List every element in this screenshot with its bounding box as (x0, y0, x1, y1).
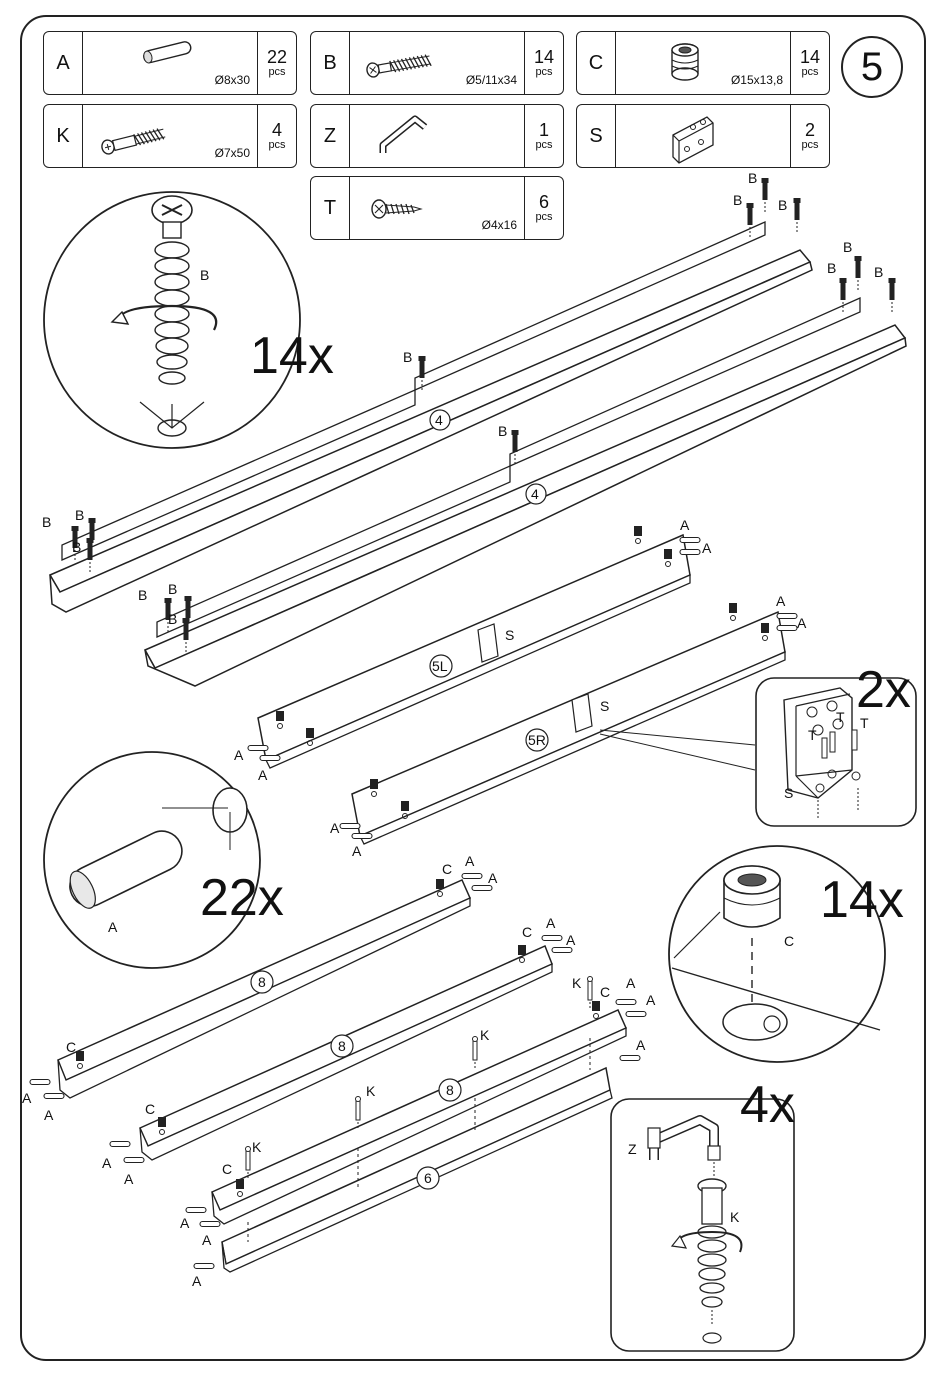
svg-text:A: A (202, 1232, 212, 1248)
panel-8-label: 8 (446, 1082, 454, 1098)
camlock-detail-label: C (784, 933, 794, 949)
svg-text:A: A (180, 1215, 190, 1231)
svg-text:S: S (600, 698, 609, 714)
bracket-detail-label: S (784, 785, 793, 801)
svg-text:B: B (403, 349, 412, 365)
svg-text:A: A (646, 992, 656, 1008)
bracket-multiplier: 2x (856, 661, 911, 719)
svg-text:A: A (258, 767, 268, 783)
dowel-detail-callout: A 22x (44, 752, 284, 968)
panel-4-lower-label: 4 (531, 486, 539, 502)
svg-text:B: B (748, 170, 757, 186)
bolt-multiplier: 14x (250, 327, 334, 385)
svg-text:A: A (566, 932, 576, 948)
svg-text:T: T (808, 727, 817, 743)
svg-text:A: A (797, 615, 807, 631)
panel-6-label: 6 (424, 1170, 432, 1186)
svg-text:A: A (680, 517, 690, 533)
svg-text:K: K (252, 1139, 262, 1155)
svg-text:A: A (626, 975, 636, 991)
svg-text:B: B (874, 264, 883, 280)
svg-text:C: C (600, 984, 610, 1000)
svg-text:B: B (42, 514, 51, 530)
svg-text:A: A (776, 593, 786, 609)
svg-text:A: A (102, 1155, 112, 1171)
dowel-multiplier: 22x (200, 869, 284, 927)
connector-k-label: K (730, 1209, 740, 1225)
camlock-detail-callout: C 14x (669, 846, 904, 1062)
panel-5l-label: 5L (432, 658, 448, 674)
svg-text:C: C (66, 1039, 76, 1055)
svg-text:A: A (124, 1171, 134, 1187)
svg-text:A: A (192, 1273, 202, 1289)
panel-4-upper-label: 4 (435, 412, 443, 428)
bolt-detail-callout: B 14x (44, 192, 334, 448)
connector-z-label: Z (628, 1141, 637, 1157)
svg-text:A: A (44, 1107, 54, 1123)
connector-multiplier: 4x (740, 1076, 795, 1134)
svg-text:B: B (72, 539, 81, 555)
dowel-detail-label: A (108, 919, 118, 935)
camlock-multiplier: 14x (820, 871, 904, 929)
svg-text:C: C (222, 1161, 232, 1177)
panel-8-label: 8 (258, 974, 266, 990)
svg-text:A: A (636, 1037, 646, 1053)
svg-text:B: B (843, 239, 852, 255)
bracket-detail-callout: T T T S 2x (756, 661, 916, 826)
svg-text:K: K (572, 975, 582, 991)
svg-text:A: A (488, 870, 498, 886)
svg-text:A: A (330, 820, 340, 836)
svg-text:B: B (75, 507, 84, 523)
svg-text:B: B (498, 423, 507, 439)
connector-detail-callout: Z K 4x (611, 1076, 795, 1351)
panel-5r: 5R S (352, 603, 785, 844)
svg-text:B: B (138, 587, 147, 603)
svg-text:C: C (522, 924, 532, 940)
svg-text:C: C (145, 1101, 155, 1117)
panel-8-label: 8 (338, 1038, 346, 1054)
svg-text:K: K (480, 1027, 490, 1043)
svg-text:A: A (465, 853, 475, 869)
svg-text:B: B (827, 260, 836, 276)
svg-text:B: B (168, 581, 177, 597)
svg-text:B: B (778, 197, 787, 213)
svg-text:B: B (733, 192, 742, 208)
svg-text:K: K (366, 1083, 376, 1099)
svg-text:A: A (546, 915, 556, 931)
svg-text:B: B (168, 611, 177, 627)
svg-text:A: A (22, 1090, 32, 1106)
svg-text:A: A (234, 747, 244, 763)
svg-text:T: T (836, 709, 845, 725)
panel-5r-label: 5R (528, 732, 546, 748)
svg-text:C: C (442, 861, 452, 877)
bolt-detail-label: B (200, 267, 209, 283)
svg-text:A: A (702, 540, 712, 556)
svg-text:S: S (505, 627, 514, 643)
svg-text:A: A (352, 843, 362, 859)
